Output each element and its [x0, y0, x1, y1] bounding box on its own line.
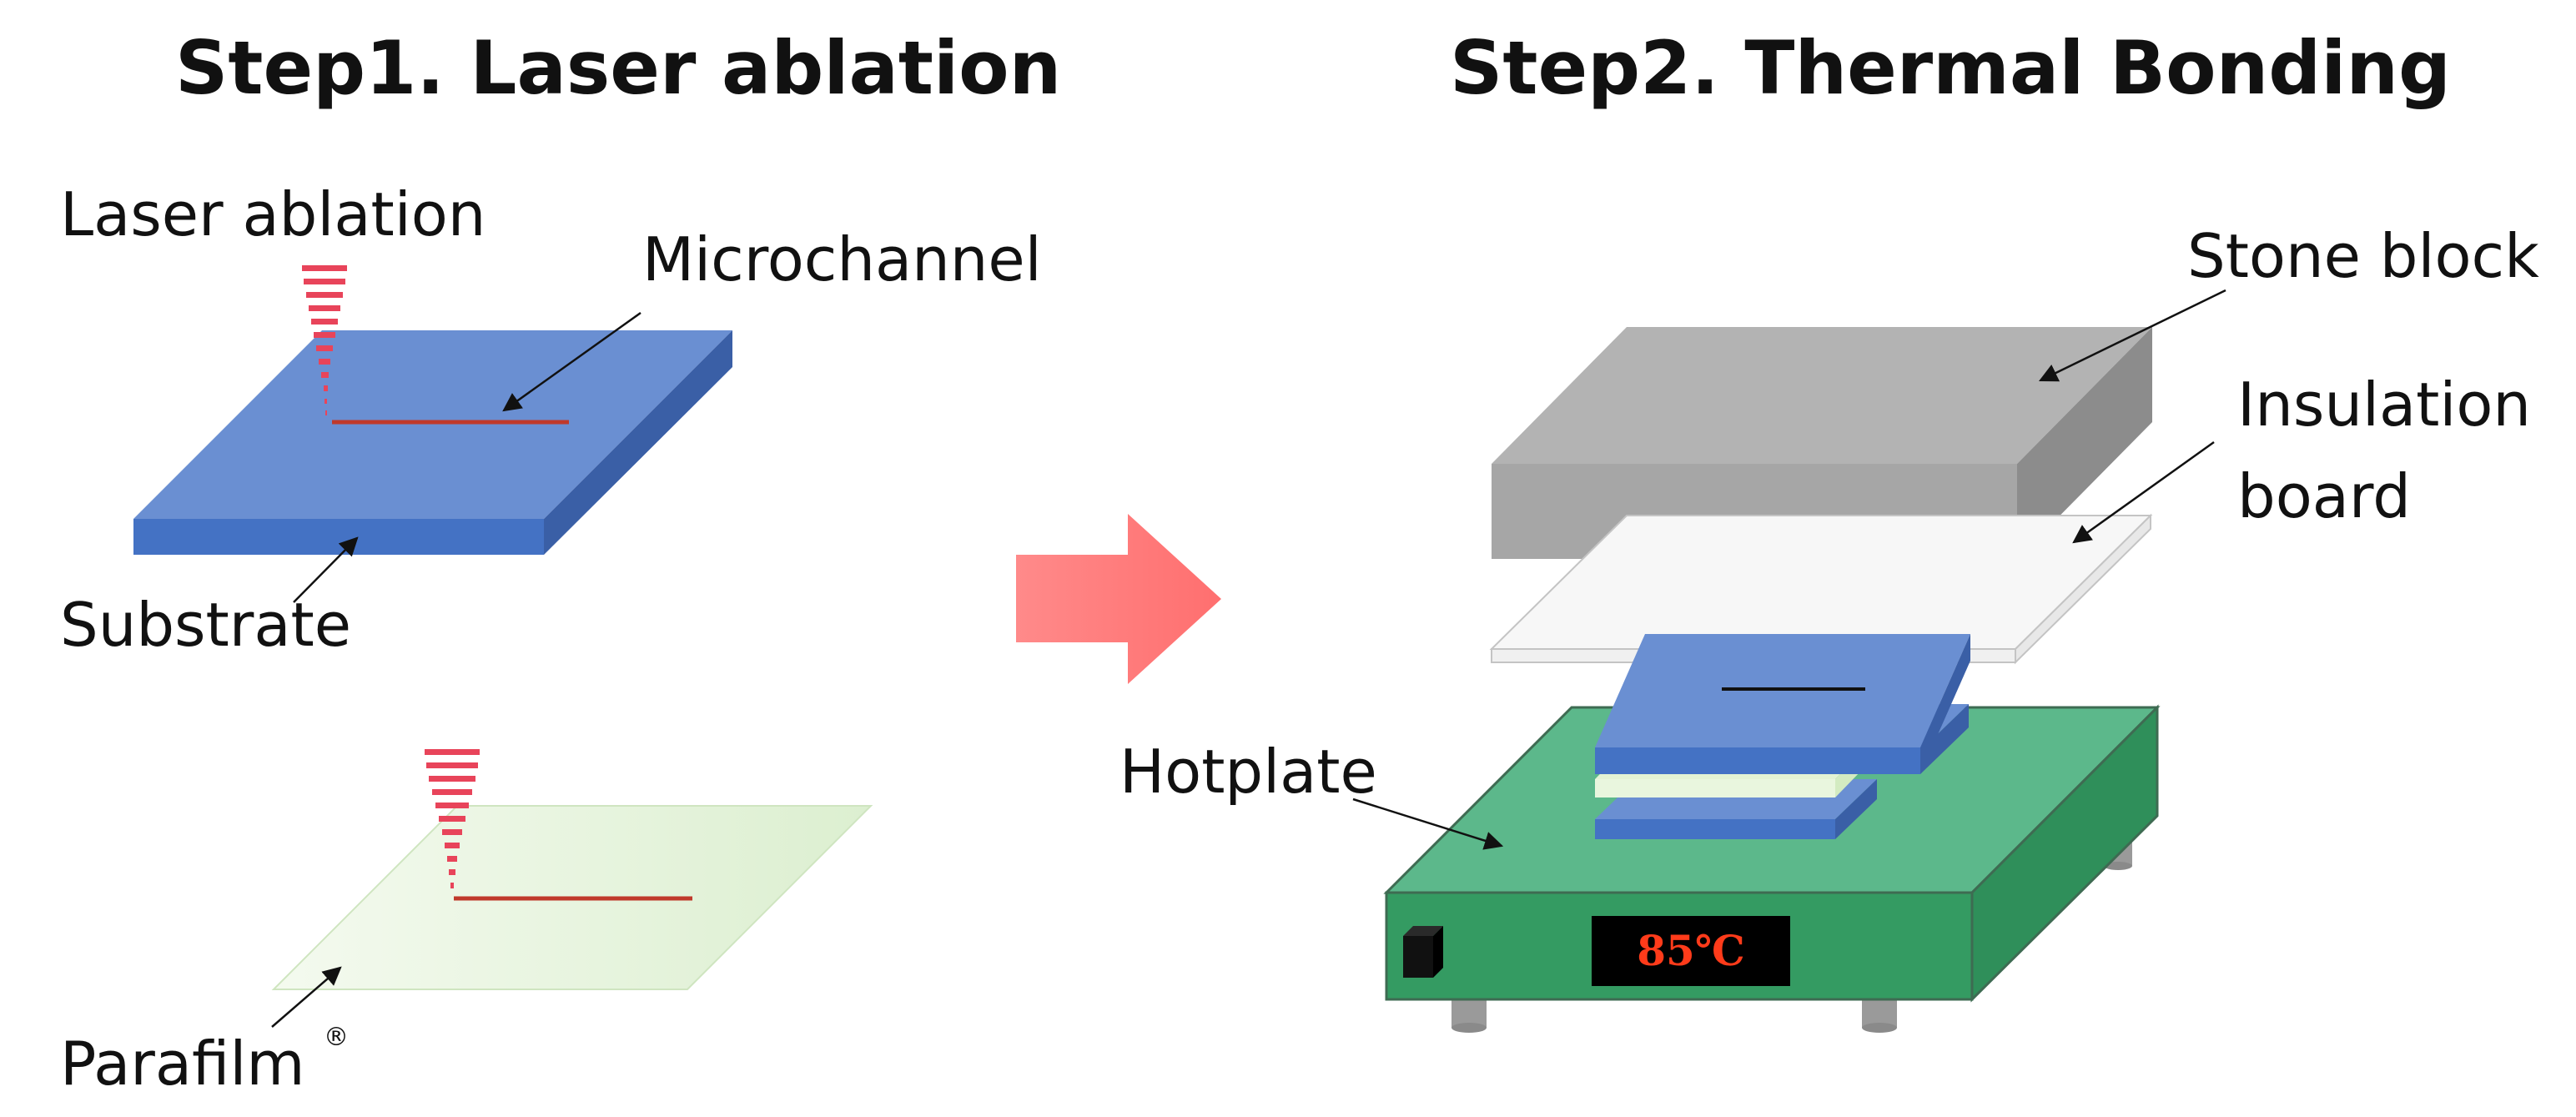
stack-bottom-substrate-front	[1595, 819, 1835, 839]
parafilm-label: Parafilm	[60, 1029, 305, 1099]
substrate-front-face	[133, 519, 544, 555]
temperature-display-value: 85℃	[1637, 926, 1745, 975]
step2-title: Step2. Thermal Bonding	[1450, 25, 2451, 111]
insulation-board-side-face	[2015, 513, 2151, 665]
hotplate-power-switch	[1403, 926, 1443, 978]
bonding-stack	[1595, 634, 1970, 839]
stack-bottom-substrate-side	[1835, 779, 1877, 839]
stone-block-label: Stone block	[2187, 221, 2539, 291]
substrate-label: Substrate	[60, 590, 351, 660]
stack-top-substrate-side	[1920, 704, 1969, 774]
temperature-display	[1592, 916, 1790, 986]
parafilm-registered-mark: ®	[324, 1023, 349, 1052]
microchannel-leader	[502, 311, 641, 412]
microchannel-label: Microchannel	[642, 224, 1042, 294]
substrate-top-face	[133, 330, 732, 519]
laser-ablation-label: Laser ablation	[60, 179, 486, 249]
process-arrow	[1016, 514, 1221, 684]
stone-block-leader	[2038, 289, 2226, 382]
substrate-side-face	[544, 330, 732, 555]
substrate-slab	[133, 330, 732, 555]
step1-title: Step1. Laser ablation	[175, 25, 1061, 111]
laser-beam-2	[425, 749, 480, 888]
insulation-board-label-line2: board	[2237, 461, 2411, 531]
hotplate-leader	[1352, 797, 1504, 850]
hotplate-label: Hotplate	[1119, 737, 1377, 807]
parafilm-leader	[271, 966, 342, 1028]
insulation-board-leader	[2072, 440, 2215, 544]
substrate-leader	[293, 536, 359, 603]
stone-block-side-face	[2017, 327, 2152, 559]
stone-block-top-face	[1492, 327, 2152, 464]
insulation-board-label-line1: Insulation	[2237, 370, 2531, 440]
hotplate-side-face	[1970, 704, 2159, 1003]
laser-beam-1	[302, 265, 347, 415]
